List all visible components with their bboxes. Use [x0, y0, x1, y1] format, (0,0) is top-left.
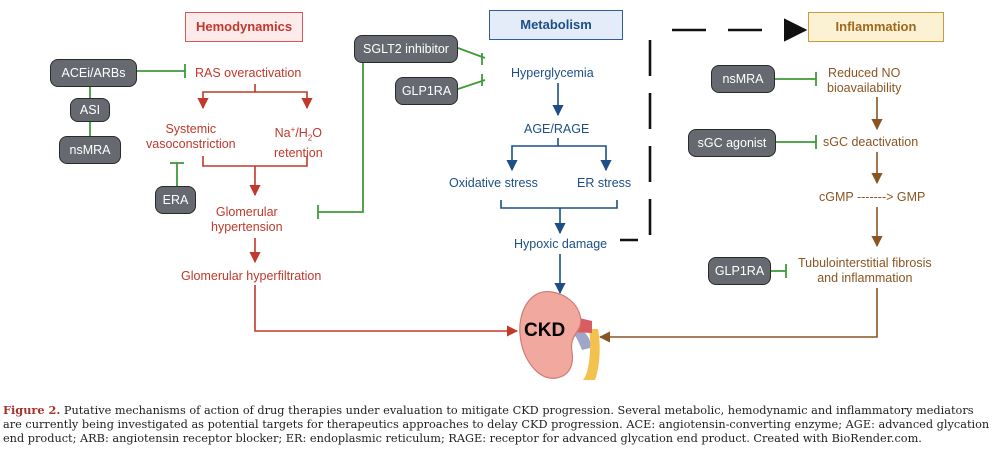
node-systemic-vasoconstriction: Systemic vasoconstriction: [146, 122, 236, 152]
node-ras-overactivation: RAS overactivation: [195, 66, 302, 80]
caption-label: Figure 2.: [3, 403, 61, 417]
node-er-stress: ER stress: [577, 176, 632, 190]
node-hypoxic-damage: Hypoxic damage: [514, 237, 608, 251]
retention-text: retention: [274, 145, 323, 160]
kidney-icon: [519, 291, 600, 380]
na-charge: +: [290, 125, 296, 134]
node-oxidative-stress: Oxidative stress: [449, 176, 538, 190]
header-hemodynamics: Hemodynamics: [185, 12, 303, 42]
hemo-arrows: [197, 84, 519, 337]
inhibition-lines: [89, 47, 817, 278]
drug-sglt2-inhibitor: SGLT2 inhibitor: [354, 35, 458, 63]
drug-sgc-agonist: sGC agonist: [688, 129, 776, 157]
na-text: Na: [274, 126, 291, 141]
header-inflammation: Inflammation: [808, 12, 944, 42]
h2o-subscript: 2: [307, 133, 313, 143]
node-cgmp-to-gmp: cGMP -------> GMP: [819, 190, 926, 204]
systemic-line-1: Systemic: [165, 122, 217, 136]
pathway-wiring: [89, 18, 883, 380]
node-glomerular-hyperfiltration: Glomerular hyperfiltration: [181, 269, 322, 283]
fib-line-1: Tubulointerstitial fibrosis: [798, 256, 932, 270]
drug-nsmra-left: nsMRA: [59, 136, 121, 164]
drug-nsmra-right: nsMRA: [711, 65, 775, 93]
h2o-text-a: /H: [295, 126, 308, 141]
node-sgc-deactivation: sGC deactivation: [823, 135, 919, 149]
fib-line-2: and inflammation: [817, 271, 913, 285]
node-na-h2o-retention: Na+/H2O retention: [274, 122, 323, 161]
drug-acei-arbs: ACEi/ARBs: [50, 59, 137, 87]
figure-caption: Figure 2. Putative mechanisms of action …: [3, 403, 993, 446]
ckd-label: CKD: [524, 320, 566, 341]
gh-line-1: Glomerular: [215, 205, 278, 219]
caption-text: Putative mechanisms of action of drug th…: [3, 404, 990, 445]
node-reduced-no-bioavailability: Reduced NO bioavailability: [827, 66, 901, 96]
drug-era: ERA: [155, 186, 196, 214]
infl-arrows: [598, 97, 883, 343]
crosstalk-dashes: [620, 18, 808, 242]
node-tubulointerstitial-fibrosis: Tubulointerstitial fibrosis and inflamma…: [798, 256, 932, 286]
systemic-line-2: vasoconstriction: [146, 137, 236, 151]
no-line-2: bioavailability: [827, 81, 902, 95]
header-metabolism: Metabolism: [489, 10, 623, 40]
drug-glp1ra-bottom: GLP1RA: [708, 257, 771, 285]
meta-arrows: [500, 83, 618, 295]
drug-asi: ASI: [70, 98, 110, 122]
gh-line-2: hypertension: [211, 220, 283, 234]
node-age-rage: AGE/RAGE: [524, 122, 590, 136]
node-hyperglycemia: Hyperglycemia: [511, 66, 594, 80]
h2o-text-b: O: [312, 126, 322, 141]
no-line-1: Reduced NO: [828, 66, 901, 80]
node-glomerular-hypertension: Glomerular hypertension: [211, 205, 283, 235]
drug-glp1ra-top: GLP1RA: [395, 77, 458, 105]
